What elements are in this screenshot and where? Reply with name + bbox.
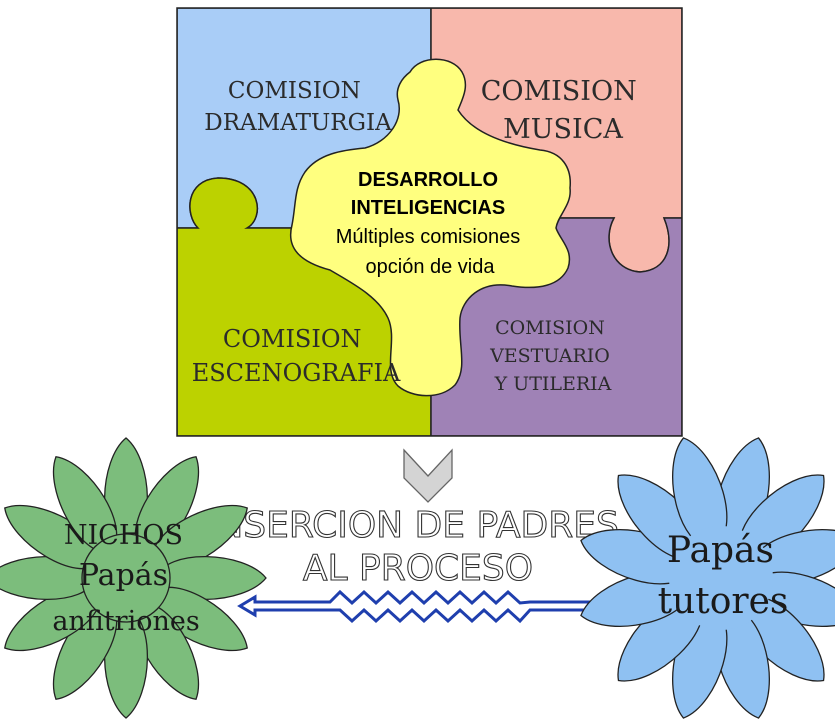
- double-arrow: [237, 589, 626, 624]
- puzzle: [177, 8, 682, 436]
- puzzle-piece-center: [289, 58, 571, 397]
- right-flower-center: [669, 526, 773, 630]
- left-flower: [0, 437, 267, 719]
- escenografia-label: COMISION ESCENOGRAFIA: [192, 325, 401, 387]
- right-flower: [580, 437, 835, 719]
- musica-label: COMISION MUSICA: [481, 76, 646, 145]
- vestuario-label: COMISION VESTUARIO Y UTILERIA: [489, 317, 616, 395]
- left-flower-center: [81, 533, 171, 623]
- insercion-title: INSERCION DE PADRES AL PROCESO: [206, 505, 631, 589]
- right-flower-label: Papás tutores: [658, 530, 789, 622]
- chevron-down-icon: [403, 448, 453, 503]
- left-flower-petal: [52, 456, 118, 553]
- left-flower-label: NICHOS Papás anfitriones: [52, 520, 199, 637]
- center-label: DESARROLLO INTELIGENCIAS Múltiples comis…: [336, 169, 525, 278]
- puzzle-frame: [176, 7, 683, 437]
- dramaturgia-label: COMISION DRAMATURGIA: [204, 78, 392, 136]
- right-flower-petal: [672, 437, 728, 550]
